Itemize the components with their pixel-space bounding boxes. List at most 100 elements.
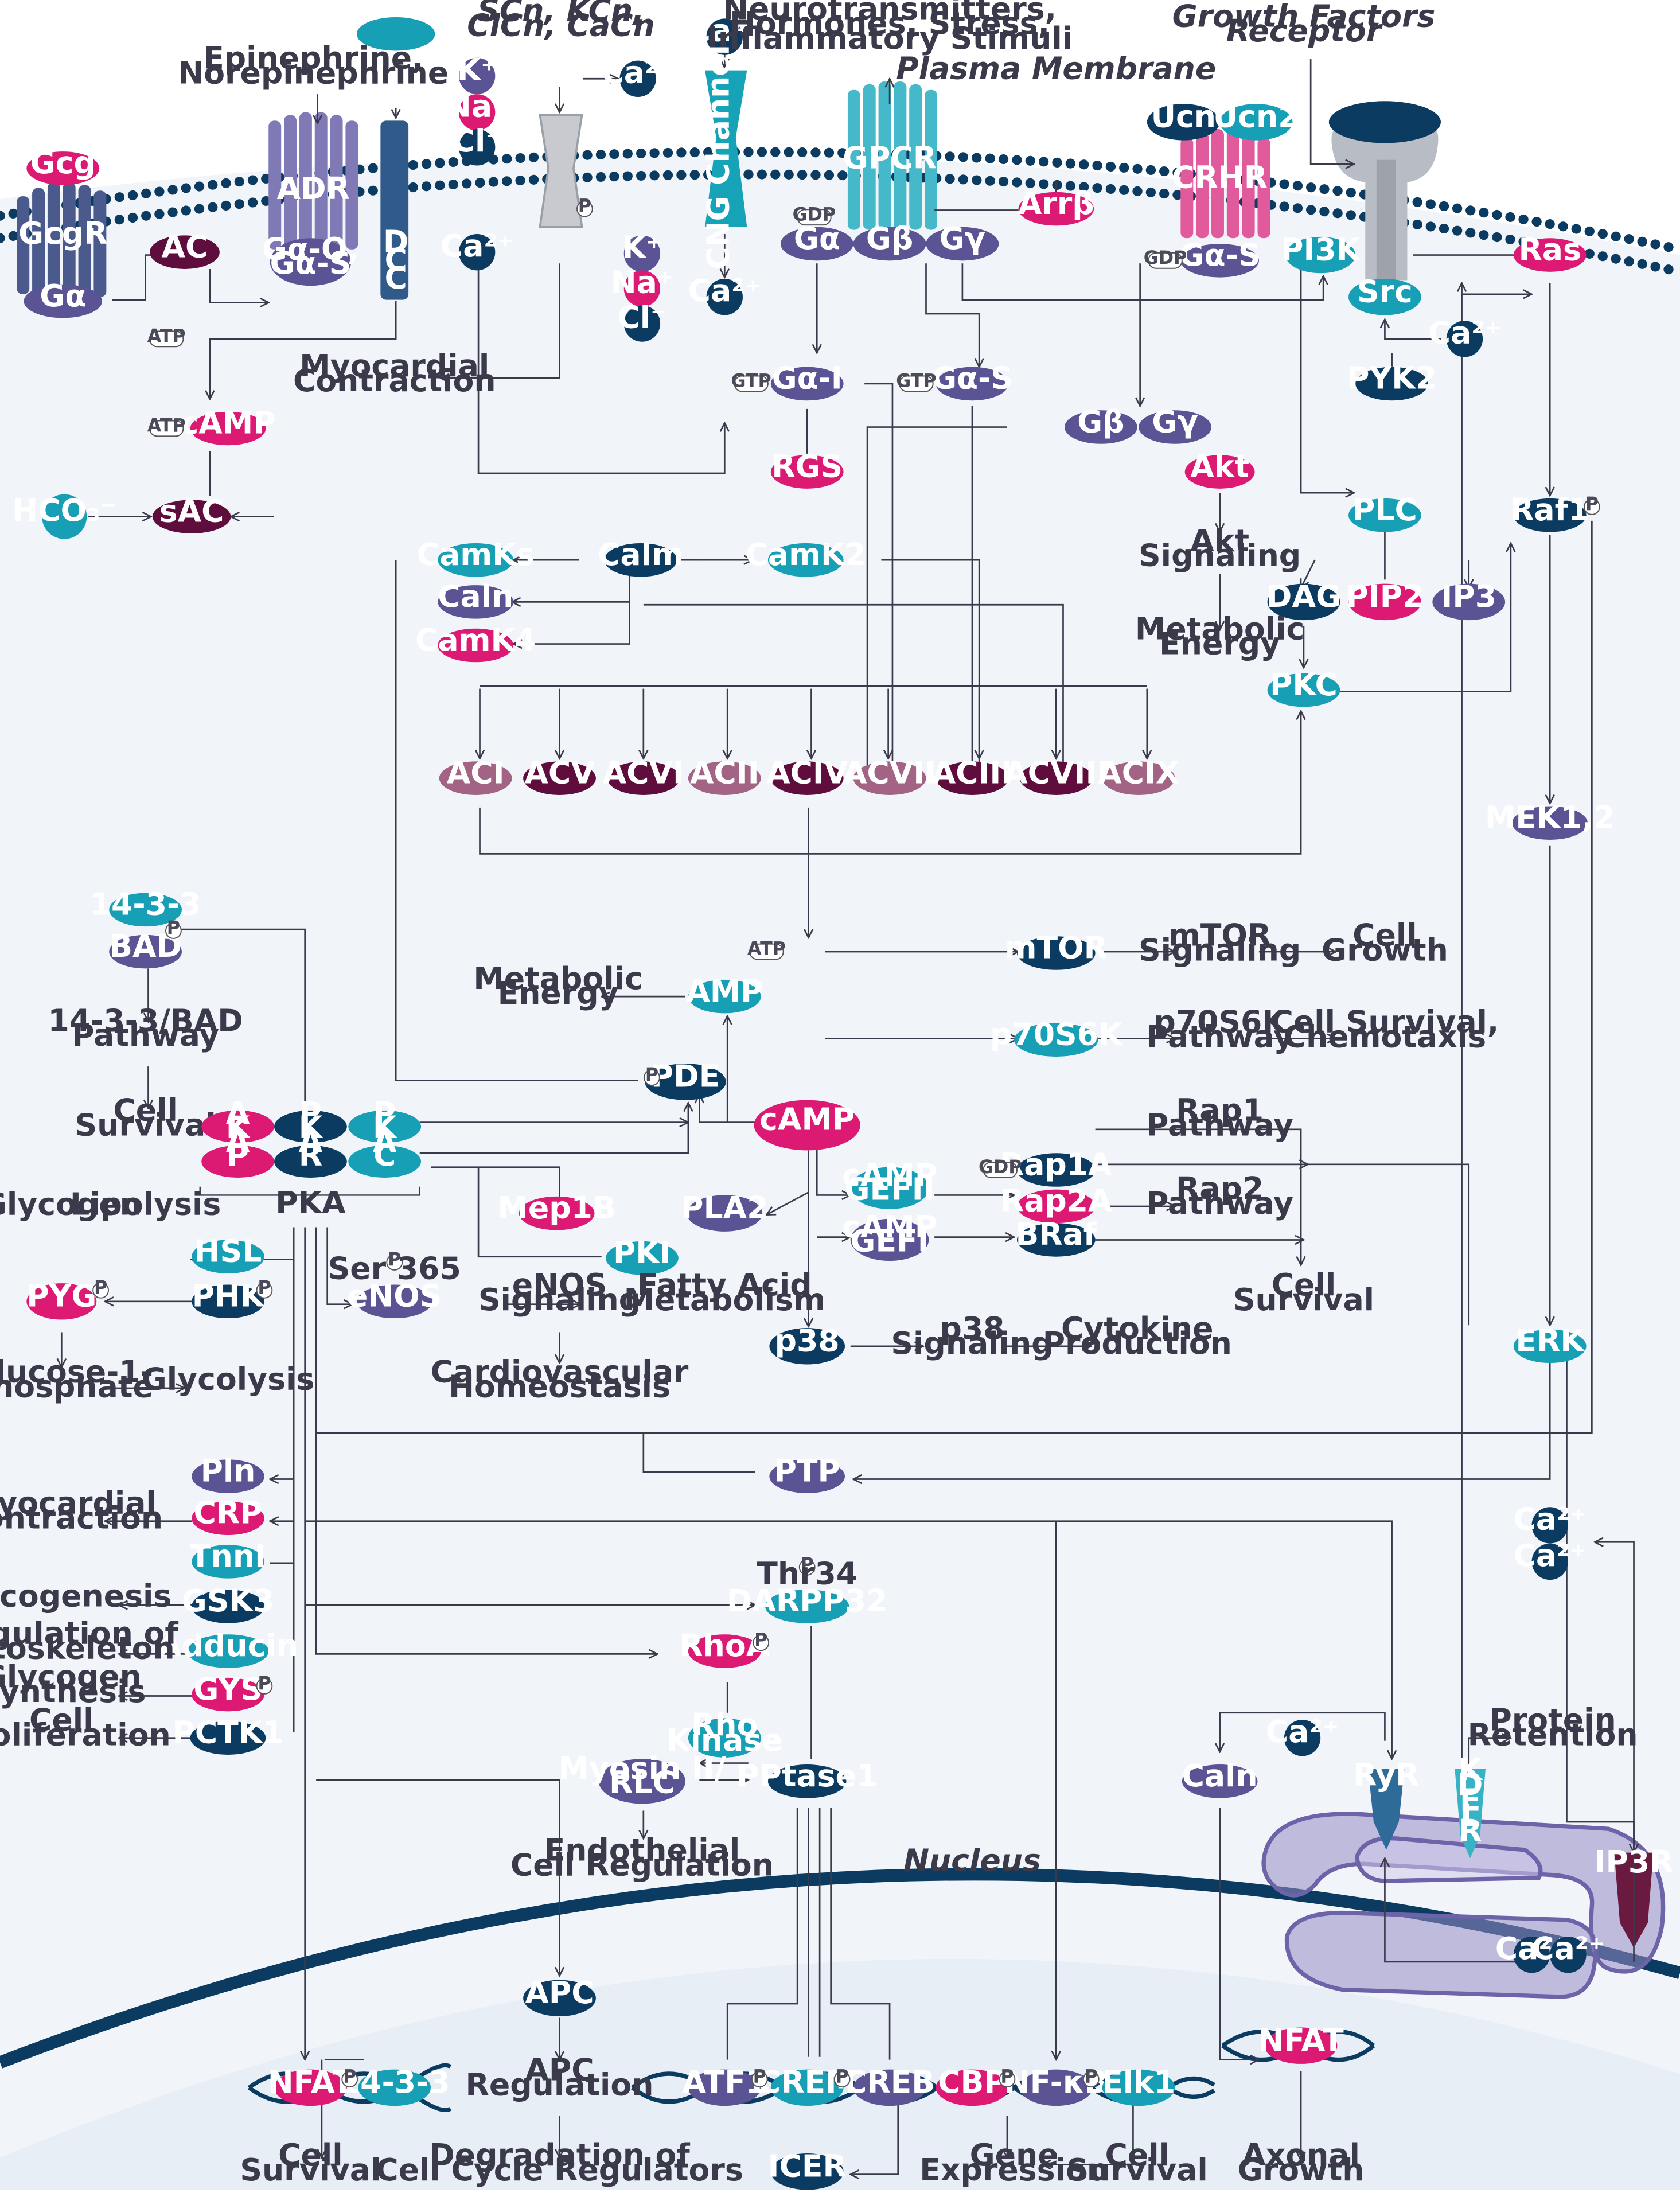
crp-node: CRP xyxy=(192,1495,264,1536)
pla2-node: PLA2 xyxy=(681,1190,768,1232)
ac-node: AC xyxy=(149,228,220,269)
acii-node: ACII xyxy=(688,754,761,795)
pln-node: Pln xyxy=(192,1452,264,1493)
p-badge: P xyxy=(386,1249,403,1271)
rho-kinase-label: RhoKinase xyxy=(666,1707,783,1758)
p-badge: P xyxy=(165,918,182,939)
svg-text:P: P xyxy=(801,1555,814,1575)
plc-label: PLC xyxy=(1352,492,1417,528)
rho-kinase-node: RhoKinase xyxy=(666,1707,783,1758)
mek12-label: MEK1,2 xyxy=(1485,799,1615,835)
svg-text:A: A xyxy=(299,1123,323,1159)
myosin-node: Myosin II/RLC xyxy=(558,1750,726,1804)
gas-crhr-label: Gα-S xyxy=(1179,237,1261,273)
cell-survival-nfkb-text: CellSurvival xyxy=(1067,2137,1208,2188)
caln2-node: Caln xyxy=(1182,1758,1258,1798)
gas-node: Gα-S xyxy=(931,360,1013,401)
galpha-gcgr-node: Gα xyxy=(24,278,103,318)
svg-text:GTP: GTP xyxy=(896,371,936,392)
svg-text:K: K xyxy=(299,1109,324,1145)
pathway-edge xyxy=(441,263,560,378)
src-node: Src xyxy=(1348,274,1421,315)
caln-node: Caln xyxy=(438,578,513,619)
pkc-node: PKC xyxy=(1267,667,1340,707)
pathway-edge xyxy=(419,1103,688,1154)
cell-survival-raf-text: CellSurvival xyxy=(1233,1267,1374,1318)
akt-signaling-text: AktSignaling xyxy=(1139,523,1301,574)
apc-node: APC xyxy=(523,1974,596,2017)
p-badge: P xyxy=(798,1555,816,1576)
ion-cl-label: Cl⁻ xyxy=(453,123,502,159)
pathway-edge xyxy=(1385,320,1441,340)
gaq-gas-label: Gα-Q,Gα-S xyxy=(262,231,359,281)
camks-node: CamKs xyxy=(417,536,535,577)
pathway-edge xyxy=(1336,543,1511,692)
ca-ryr-node: Ca²⁺ xyxy=(1266,1713,1339,1756)
nfat-left-label: NFAT xyxy=(268,2064,354,2100)
caln-label: Caln xyxy=(438,578,513,614)
gai-node: Gα-I xyxy=(770,360,844,401)
pathway-edge xyxy=(479,711,1301,855)
myocardial-bottom-text: MyocardialContraction xyxy=(0,1485,163,1536)
p-badge: P xyxy=(753,1630,770,1651)
k-2-node: K⁺ xyxy=(622,229,662,272)
growth-factor-receptor xyxy=(1331,120,1439,286)
ca-er1-node: Ca²⁺ xyxy=(1514,1501,1587,1544)
svg-text:C: C xyxy=(373,1137,396,1173)
pathway-edge xyxy=(315,1227,657,1654)
camk4-node: CamK4 xyxy=(415,622,536,663)
gas-label: Gα-S xyxy=(931,360,1013,396)
svg-text:P: P xyxy=(578,196,591,217)
gpcr-text: GPCR xyxy=(843,139,937,176)
thr34-text: Thr34 xyxy=(757,1555,857,1591)
g1p-text: Glucose-1-Phosphate xyxy=(0,1353,154,1404)
acvii-label: ACVII xyxy=(843,754,936,790)
endoplasmic-reticulum xyxy=(1261,1812,1666,1999)
nfat-left-node: NFAT xyxy=(268,2064,354,2106)
plasma-membrane-outer xyxy=(0,147,1680,255)
arrb-node: Arrβ xyxy=(1018,185,1094,226)
rap1-pathway-text: Rap1Pathway xyxy=(1146,1092,1293,1143)
svg-text:ATP: ATP xyxy=(147,416,186,437)
pip2-label: PIP2 xyxy=(1346,578,1424,614)
acv-label: ACV xyxy=(524,754,595,790)
nucleus-text: Nucleus xyxy=(903,1842,1041,1878)
hco3-label: HCO₃⁻ xyxy=(12,492,116,528)
camp-gefii-label: cAMPGEFII xyxy=(842,1157,937,1207)
glycogen-synth-text: GlycogenSynthesis xyxy=(0,1658,146,1709)
netrin1-node xyxy=(356,17,435,51)
pathway-edge xyxy=(431,1166,560,1201)
plasma-membrane-inner xyxy=(0,169,1680,277)
acii-label: ACII xyxy=(690,754,759,790)
metabolic-energy-amp-text: MetabolicEnergy xyxy=(473,960,642,1011)
pln-label: Pln xyxy=(201,1452,256,1489)
ucn-label: Ucn xyxy=(1151,99,1216,135)
na-2-label: Na⁺ xyxy=(611,264,673,301)
caln2-label: Caln xyxy=(1182,1758,1258,1794)
gdp-badge: GDP xyxy=(793,204,836,226)
svg-text:K: K xyxy=(1458,1751,1483,1787)
gcg-label: Gcg xyxy=(30,145,96,181)
pathway-edge xyxy=(1309,59,1354,164)
aciv-label: ACIV xyxy=(766,754,848,790)
acix-label: ACIX xyxy=(1098,754,1179,790)
camp-main-label: cAMP xyxy=(759,1101,855,1137)
ip3r-text: IP3R xyxy=(1595,1844,1674,1880)
pkc-label: PKC xyxy=(1270,667,1338,703)
pathway-edge xyxy=(209,268,268,303)
svg-text:K: K xyxy=(226,1109,251,1145)
gcgr-receptor xyxy=(17,182,107,297)
growth-factors-node xyxy=(1328,101,1441,143)
cytokine-text: CytokineProduction xyxy=(1043,1310,1232,1361)
p-badge: P xyxy=(751,2066,768,2088)
ion-na-label: Na⁺ xyxy=(446,88,508,124)
n1433-node: 14-3-3 xyxy=(90,886,201,927)
p-badge: P xyxy=(1082,2066,1100,2088)
svg-text:D: D xyxy=(1457,1767,1483,1803)
acviii-label: ACVIII xyxy=(1004,754,1108,790)
adducin-label: Adducin xyxy=(158,1627,298,1664)
